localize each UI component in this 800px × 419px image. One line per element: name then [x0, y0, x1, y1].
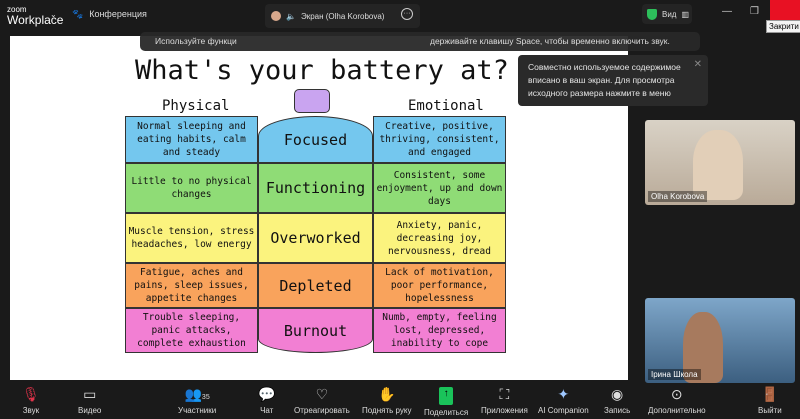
label: Участники [178, 406, 217, 415]
emotional-heading: Emotional [408, 98, 484, 114]
label: AI Companion [538, 406, 589, 415]
close-button[interactable] [770, 0, 800, 20]
label: Отреагировать [294, 406, 350, 415]
battery-level-label: Functioning [265, 179, 366, 197]
battery-cap [294, 89, 330, 113]
battery-level-label: Burnout [283, 321, 348, 340]
popup-line: вписано в ваш экран. Для просмотра [528, 75, 675, 85]
apps-button[interactable]: ⛶ Приложения [481, 385, 528, 415]
share-arrow-icon: ↑ [439, 387, 454, 405]
avatar [271, 11, 281, 21]
label: Поделиться [424, 408, 469, 417]
restore-button[interactable]: ❐ [750, 6, 759, 17]
share-button[interactable]: ↑ Поделиться [424, 385, 468, 417]
paw-icon: 🐾 [72, 9, 84, 19]
chevron-down-icon[interactable]: ⌄ [50, 10, 57, 19]
logo-big: Workplace [7, 13, 64, 27]
slide-title: What's your battery at? [135, 55, 509, 86]
physical-heading: Physical [162, 98, 230, 114]
participant-count: 35 [201, 394, 210, 401]
participant-video[interactable]: Ірина Школа [645, 298, 795, 383]
heart-icon: ♡ [315, 386, 329, 402]
raise-hand-button[interactable]: ✋ Поднять руку [362, 385, 411, 415]
battery-level-label: Overworked [270, 229, 361, 247]
close-icon[interactable]: ✕ [693, 59, 702, 70]
emotional-cell: Lack of motivation, poor performance, ho… [373, 263, 506, 308]
battery-level: Depleted [258, 263, 373, 308]
label: Поднять руку [362, 406, 412, 415]
notice-left: Используйте функци [155, 36, 237, 46]
battery-level: Overworked [258, 213, 373, 263]
emotional-cell: Creative, positive, thriving, consistent… [373, 116, 506, 163]
participant-figure [683, 312, 723, 383]
label: Приложения [481, 406, 528, 415]
notice-right: держивайте клавишу Space, чтобы временно… [430, 36, 670, 46]
physical-cell: Little to no physical changes [125, 163, 258, 213]
screen-share-pill[interactable]: 🔈 Экран (Olha Korobova) [265, 4, 420, 28]
fit-screen-popup: ✕ Совместно используемое содержимое впис… [518, 55, 708, 106]
label: Видео [78, 406, 102, 415]
emotional-cell: Anxiety, panic, decreasing joy, nervousn… [373, 213, 506, 263]
battery-level-label: Depleted [279, 276, 352, 295]
participant-figure [693, 130, 743, 200]
layout-icon: ▥ [681, 9, 690, 19]
apps-icon: ⛶ [499, 386, 510, 402]
meeting-menu-label: Конференция [89, 9, 147, 19]
physical-cell: Fatigue, aches and pains, sleep issues, … [125, 263, 258, 308]
share-label: Экран (Olha Korobova) [300, 11, 385, 21]
more-options-icon[interactable]: ··· [401, 8, 413, 20]
label: Чат [260, 406, 274, 415]
chat-icon: 💬 [258, 386, 276, 402]
label: Звук [22, 406, 40, 415]
battery-level: Burnout [258, 308, 373, 353]
leave-icon: 🚪 [761, 386, 779, 402]
camera-icon: ▭ [83, 386, 97, 402]
more-button[interactable]: ⊙ Дополнительно [648, 385, 706, 415]
physical-cell: Trouble sleeping, panic attacks, complet… [125, 308, 258, 353]
view-label: Вид [662, 9, 677, 19]
popup-line: Совместно используемое содержимое [528, 62, 681, 72]
battery-level-label: Focused [283, 130, 348, 149]
participant-name: Ірина Школа [648, 369, 701, 380]
battery-level: Functioning [258, 163, 373, 213]
react-button[interactable]: ♡ Отреагировать [294, 385, 350, 415]
mic-muted-icon: 🎙 [22, 386, 40, 402]
audio-notice: Используйте функци держивайте клавишу Spa… [140, 32, 700, 51]
popup-line: исходного размера нажмите в меню [528, 88, 671, 98]
leave-button[interactable]: 🚪 Выйти [758, 385, 782, 415]
audio-button[interactable]: 🎙 Звук [22, 385, 40, 415]
label: Дополнительно [648, 406, 706, 415]
physical-cell: Muscle tension, stress headaches, low en… [125, 213, 258, 263]
minimize-button[interactable]: — [722, 6, 732, 17]
ai-companion-button[interactable]: ✦ AI Companion [538, 385, 589, 415]
view-button[interactable]: Вид ▥ [642, 4, 692, 24]
record-button[interactable]: ◉ Запись [604, 385, 630, 415]
participant-video[interactable]: Olha Korobova [645, 120, 795, 205]
hand-icon: ✋ [378, 386, 396, 402]
logo-small: zoom [7, 5, 27, 14]
label: Запись [604, 406, 631, 415]
close-tooltip: Закрити [766, 20, 800, 33]
physical-cell: Normal sleeping and eating habits, calm … [125, 116, 258, 163]
emotional-cell: Consistent, some enjoyment, up and down … [373, 163, 506, 213]
video-button[interactable]: ▭ Видео [78, 385, 101, 415]
speaker-icon: 🔈 [286, 11, 296, 21]
participant-name: Olha Korobova [648, 191, 708, 202]
sparkle-icon: ✦ [557, 386, 570, 402]
label: Выйти [758, 406, 782, 415]
emotional-cell: Numb, empty, feeling lost, depressed, in… [373, 308, 506, 353]
record-icon: ◉ [611, 386, 624, 402]
meeting-menu[interactable]: 🐾 Конференция [72, 9, 147, 20]
chat-button[interactable]: 💬 Чат [258, 385, 275, 415]
shield-icon [647, 8, 657, 20]
participants-icon: 👥35 [184, 386, 210, 402]
battery-level: Focused [258, 116, 373, 163]
more-icon: ⊙ [670, 386, 683, 402]
